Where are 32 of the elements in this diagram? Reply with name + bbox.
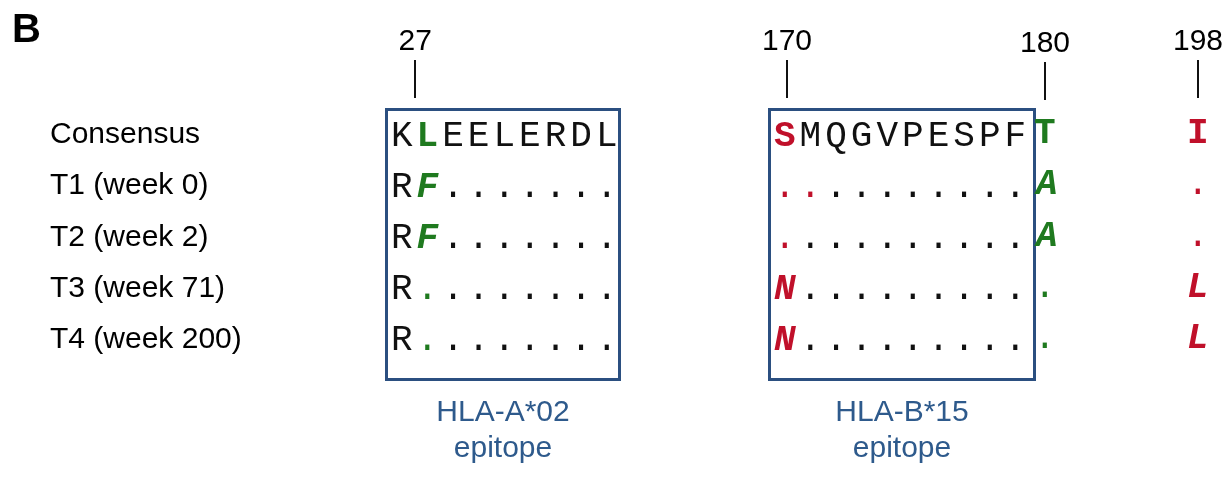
residue-letter: A [1036,162,1058,207]
sequence-row-text: RF....... [391,217,622,261]
position-number: 27 [398,22,432,58]
position-number: 170 [762,22,813,58]
sequence-row-text: .......... [774,166,1031,210]
residue-letter: L [1187,316,1209,361]
position-number: 180 [1020,24,1071,60]
sequence-row-text: R........ [391,319,622,363]
residue-letter: A [1036,214,1058,259]
sequence-row-text: RF....... [391,166,622,210]
sequence-row-text: N......... [774,268,1031,312]
sequence-row-text: .......... [774,217,1031,261]
epitope-caption: HLA-B*15 epitope [834,393,970,465]
epitope-box [768,108,1036,381]
sequence-dot: . [1187,214,1209,259]
sample-label: T1 (week 0) [50,166,209,202]
residue-letter: L [1187,265,1209,310]
sample-label: T4 (week 200) [50,320,242,356]
epitope-box [385,108,621,381]
sequence-dot: . [1034,316,1056,361]
sample-label: T2 (week 2) [50,218,209,254]
sequence-row-text: N......... [774,319,1031,363]
sample-label: Consensus [50,115,201,151]
panel-letter: B [12,6,41,50]
epitope-caption: HLA-A*02 epitope [435,393,571,465]
sequence-dot: . [1187,162,1209,207]
sample-label: T3 (week 71) [50,269,226,305]
sequence-dot: . [1034,265,1056,310]
position-number: 198 [1173,22,1224,58]
sequence-row-text: R........ [391,268,622,312]
residue-letter: I [1187,111,1209,156]
sequence-row-text: SMQGVPESPF [774,115,1031,159]
